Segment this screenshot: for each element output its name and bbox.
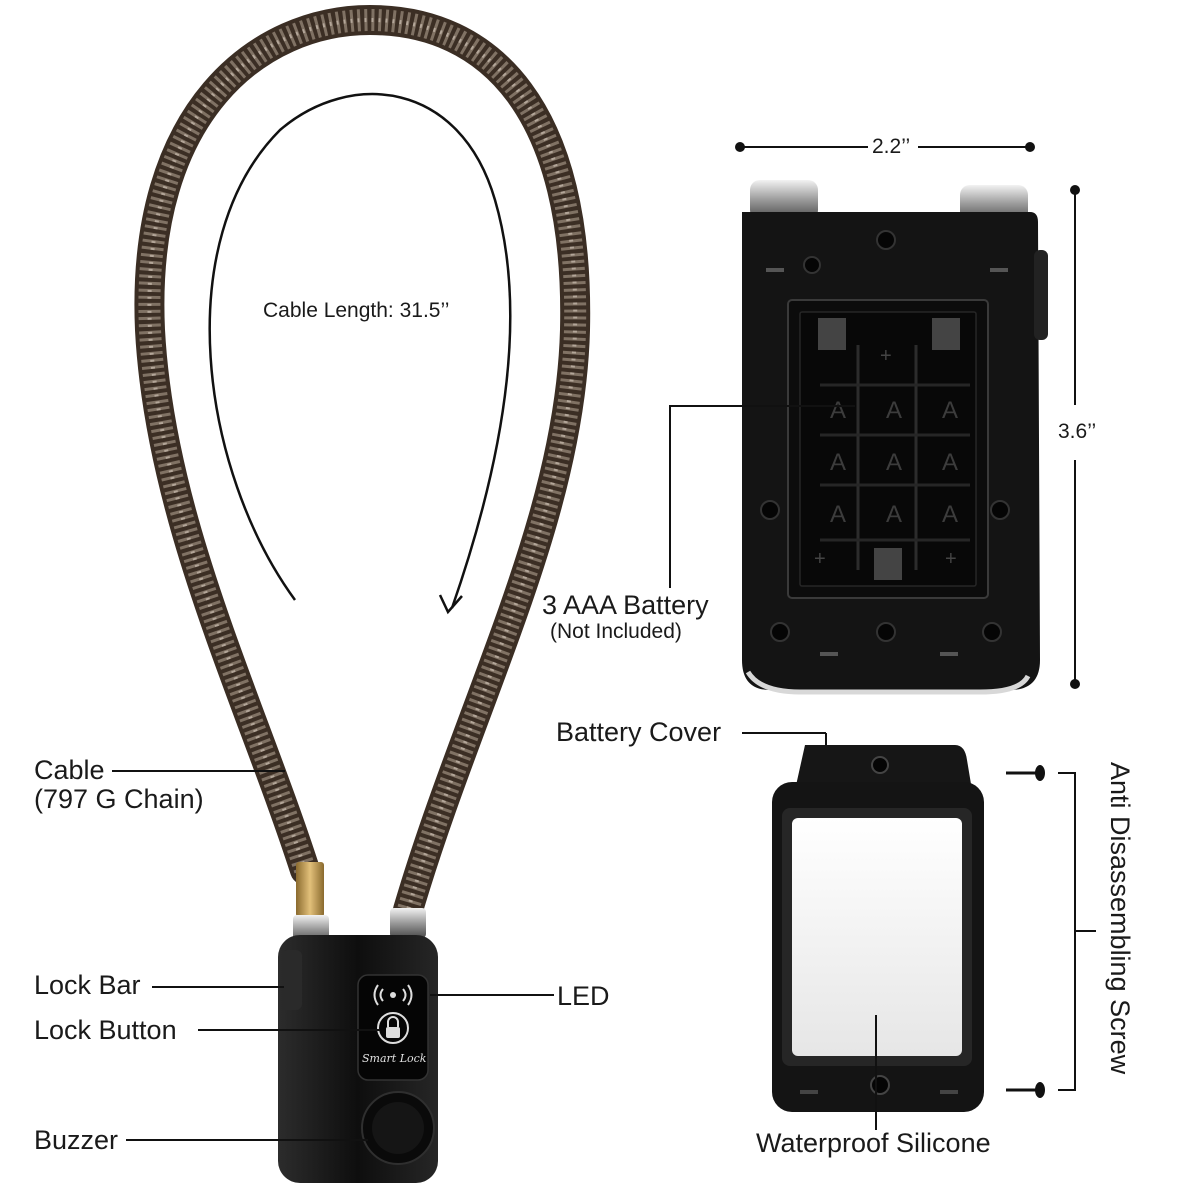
battery-cover-label: Battery Cover [556, 717, 722, 747]
buzzer-label: Buzzer [34, 1125, 119, 1155]
lock-button-label: Lock Button [34, 1015, 177, 1045]
svg-text:+: + [945, 548, 957, 570]
anti-screw-label: Anti Disassembling Screw [1105, 762, 1135, 1075]
battery-label: 3 AAA Battery [542, 590, 709, 620]
steel-cable [134, 4, 591, 925]
svg-text:A: A [830, 501, 846, 528]
height-dimension-label: 3.6’’ [1058, 420, 1097, 443]
svg-text:A: A [886, 501, 902, 528]
svg-text:A: A [942, 501, 958, 528]
svg-text:A: A [886, 397, 902, 424]
battery-note-label: (Not Included) [550, 620, 682, 643]
led-icon [373, 984, 413, 1006]
width-dimension-label: 2.2’’ [872, 135, 911, 158]
battery-cover [772, 745, 984, 1112]
led-label: LED [557, 981, 610, 1011]
brass-ferrule [296, 862, 324, 917]
cable-note-label: (797 G Chain) [34, 784, 204, 814]
lock-bar-label: Lock Bar [34, 970, 141, 1000]
cable-length-arrow [208, 92, 512, 615]
svg-text:A: A [830, 449, 846, 476]
svg-text:+: + [814, 548, 826, 570]
device-back: A A A A A A A A A + + + [742, 180, 1048, 695]
cable-label: Cable [34, 755, 105, 785]
brand-text: Smart Lock [362, 1052, 427, 1065]
lock-button-icon [377, 1012, 409, 1044]
cable-length-label: Cable Length: 31.5’’ [263, 299, 450, 322]
svg-text:A: A [942, 397, 958, 424]
leader-lines [112, 146, 1096, 1141]
waterproof-silicone-label: Waterproof Silicone [756, 1128, 991, 1158]
dimension-dots [735, 142, 1080, 689]
right-cable-cap [390, 908, 426, 938]
svg-text:+: + [880, 345, 892, 367]
svg-text:A: A [942, 449, 958, 476]
svg-text:A: A [886, 449, 902, 476]
anti-disassembling-screws [1006, 765, 1045, 1098]
svg-text:A: A [830, 397, 846, 424]
lock-body [278, 935, 438, 1183]
